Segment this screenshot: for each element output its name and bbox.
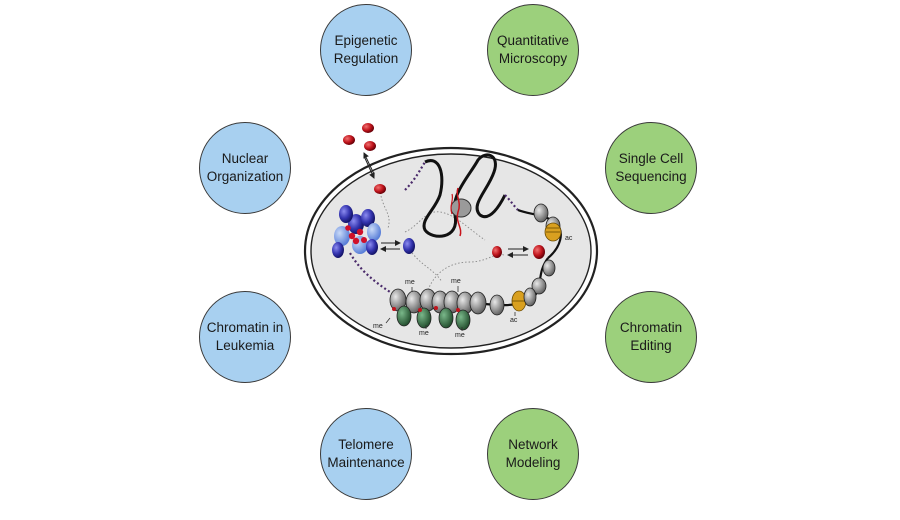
acetyl-label: ac (565, 235, 573, 242)
bubble-label: Chromatin Editing (619, 320, 683, 353)
acetyl-label: ac (510, 317, 518, 324)
single-blue-protein (403, 238, 415, 254)
bubble-label: Telomere Maintenance (327, 437, 405, 470)
bubble-label: Nuclear Organization (206, 151, 284, 184)
red-protein-free (492, 246, 502, 258)
mark-stems (385, 286, 516, 331)
exchange-arrows-right (507, 246, 529, 258)
exchange-arrows-left (380, 240, 401, 252)
bubble-label: Single Cell Sequencing (615, 151, 687, 184)
nucleus-outer-membrane (303, 146, 599, 356)
nucleosome-array (389, 287, 537, 331)
bubble-network-modeling: Network Modeling (487, 408, 579, 500)
methyl-label: me (373, 323, 383, 330)
bubble-label: Network Modeling (505, 437, 561, 470)
bubble-label: Quantitative Microscopy (496, 33, 570, 66)
bubble-quantitative-microscopy: Quantitative Microscopy (487, 4, 579, 96)
bubble-telomere-maintenance: Telomere Maintenance (320, 408, 412, 500)
methyl-label: me (451, 278, 461, 285)
red-protein-bound (533, 245, 545, 259)
bubble-nuclear-organization: Nuclear Organization (199, 122, 291, 214)
dotted-tethers (380, 195, 506, 291)
nucleosomes-upper (531, 203, 562, 295)
loop-anchor (450, 198, 472, 218)
methyl-label: me (405, 279, 415, 286)
bubble-epigenetic-regulation: Epigenetic Regulation (320, 4, 412, 96)
bubble-chromatin-editing: Chromatin Editing (605, 291, 697, 383)
methyl-label: me (419, 330, 429, 337)
red-rna (456, 187, 462, 237)
bubble-label: Epigenetic Regulation (333, 33, 399, 66)
free-proteins (343, 123, 386, 194)
bubble-chromatin-in-leukemia: Chromatin in Leukemia (199, 291, 291, 383)
bubble-label: Chromatin in Leukemia (206, 320, 284, 353)
bubble-single-cell-sequencing: Single Cell Sequencing (605, 122, 697, 214)
methyl-label: me (455, 332, 465, 339)
protein-cluster (332, 205, 381, 258)
